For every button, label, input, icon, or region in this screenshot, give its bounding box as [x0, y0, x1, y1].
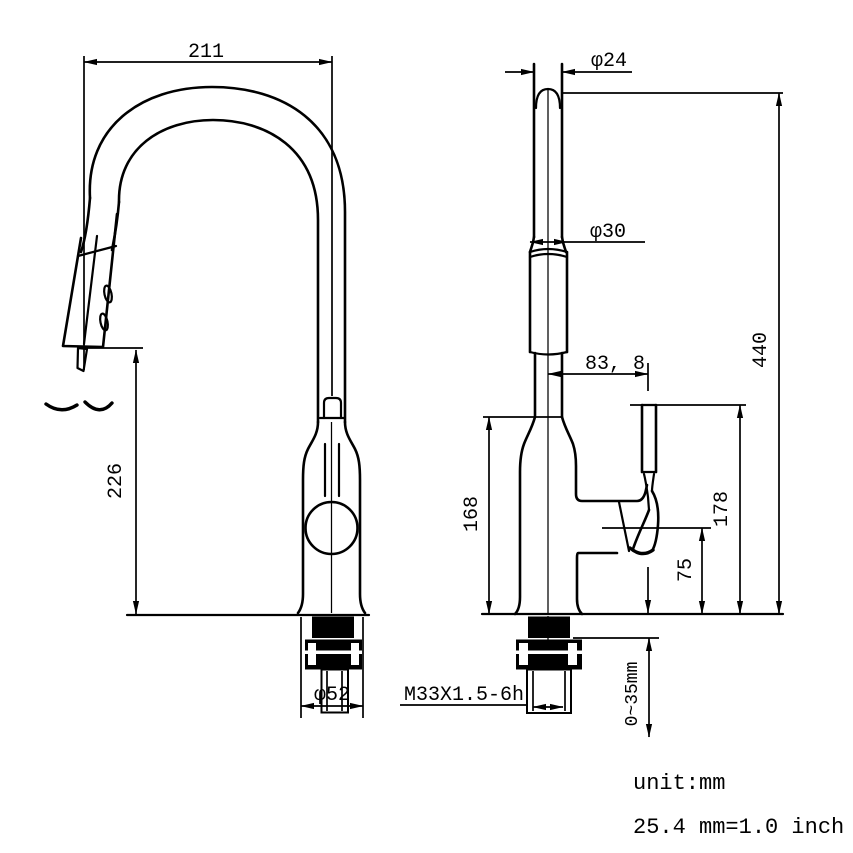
handle-ball-left [631, 508, 651, 551]
spray-head-nozzle-tip [76, 346, 89, 373]
dim-label-body-diameter: φ30 [590, 221, 626, 244]
spray-head-button-bottom [99, 312, 109, 332]
tube-dome-top [534, 87, 562, 110]
dim-handle-top-height: 178 [630, 404, 746, 615]
dim-label-spout-base-height: 168 [461, 496, 484, 532]
spray-head-outline [61, 212, 119, 349]
dim-label-outlet-height: 226 [105, 463, 128, 499]
handle-socket-diagonal [617, 500, 631, 553]
dim-top-diameter: φ24 [505, 50, 632, 76]
dim-spout-width: 211 [83, 41, 333, 396]
tube-flare-left [528, 235, 536, 254]
dim-handle-offset: 83, 8 [547, 353, 649, 391]
nut-groove [305, 650, 362, 654]
notes: unit:mm 25.4 mm=1.0 inch [633, 771, 844, 840]
front-body-left [513, 415, 537, 616]
base-flange [312, 616, 354, 638]
unit-note: unit:mm [633, 771, 725, 796]
handle [628, 403, 660, 556]
body-left-edge [296, 420, 320, 615]
handle-neck-right [650, 472, 656, 493]
dim-outlet-height: 226 [83, 347, 143, 615]
dim-label-mount-thickness: 0~35mm [623, 662, 643, 727]
dim-label-handle-offset: 83, 8 [585, 353, 645, 376]
dim-label-base-diameter: φ52 [314, 684, 350, 707]
dim-spout-base-height: 168 [461, 416, 562, 615]
spray-swivel-arc-left [44, 402, 79, 412]
spray-swivel-arc-right [83, 400, 114, 412]
front-nut-groove [516, 650, 582, 654]
dim-mount-thickness: 0~35mm [573, 637, 659, 738]
sleeve-bottom-arc [528, 350, 569, 356]
conversion-note: 25.4 mm=1.0 inch [633, 815, 844, 840]
dim-base-diameter: φ52 [300, 617, 364, 718]
dim-thread-spec: M33X1.5-6h [400, 684, 564, 711]
dim-label-handle-top-height: 178 [711, 491, 734, 527]
dim-label-top-diameter: φ24 [591, 50, 627, 73]
spray-head-button-top [103, 284, 113, 304]
spray-head-inner-line [82, 234, 99, 346]
front-body-right-upper [560, 415, 649, 503]
sleeve-shoulder-1 [528, 247, 569, 254]
front-body-right-lower [575, 551, 619, 616]
hose-connector [322, 396, 343, 420]
sleeve-shoulder-2 [528, 252, 569, 259]
dim-overall-height: 440 [563, 92, 783, 615]
front-view: φ24 φ30 83, 8 440 168 [400, 50, 785, 738]
dim-label-overall-height: 440 [750, 332, 773, 368]
dim-handle-pivot-height: 75 [602, 527, 711, 615]
handle-neck-left [642, 472, 651, 512]
dim-body-diameter: φ30 [529, 221, 645, 246]
dim-label-handle-pivot-height: 75 [675, 558, 698, 582]
side-view: 211 226 φ52 [44, 41, 371, 718]
spout-left-outer [79, 196, 92, 254]
spout-outer-curve [88, 85, 347, 424]
dim-label-thread-spec: M33X1.5-6h [404, 684, 524, 707]
spout-inner-curve [117, 118, 320, 424]
dim-label-spout-width: 211 [188, 41, 224, 64]
handle-ball-right [650, 489, 660, 553]
handle-ball-bottom [628, 546, 655, 556]
front-base-flange [528, 616, 570, 638]
body-right-edge [343, 420, 367, 615]
